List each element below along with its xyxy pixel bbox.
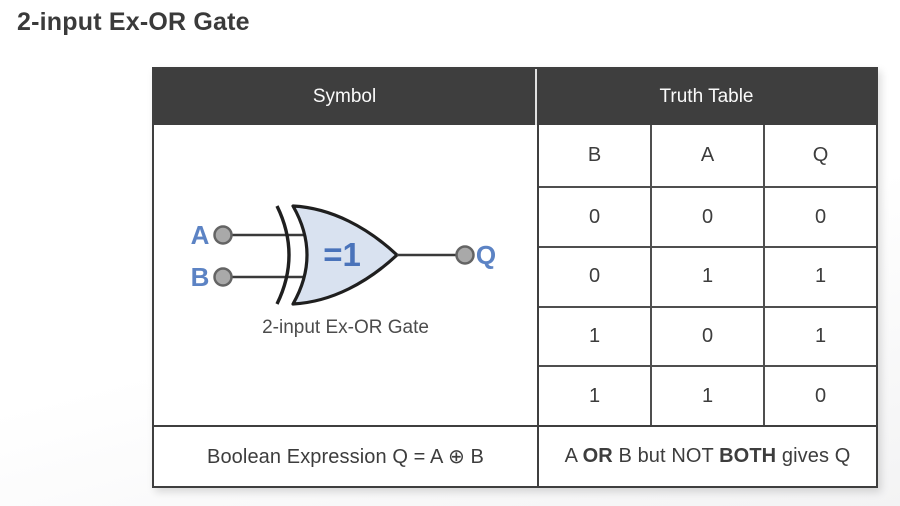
- truth-table-cell: 0: [650, 307, 763, 366]
- input-a-label: A: [191, 220, 210, 250]
- truth-table-row: 0 0 0: [539, 186, 876, 247]
- truth-table-cell: 0: [763, 188, 876, 247]
- description-text: gives Q: [776, 445, 851, 467]
- symbol-column-header: Symbol: [154, 69, 537, 125]
- xor-gate-diagram: A B Q =1: [191, 204, 496, 306]
- truth-table-header-cell: B: [587, 144, 602, 167]
- truth-table-cell: 0: [650, 188, 763, 247]
- xor-gate-body: [291, 204, 399, 306]
- input-a-terminal: [213, 225, 233, 245]
- gate-info-table: Symbol Truth Table: [152, 67, 878, 488]
- description-text: A: [564, 445, 583, 467]
- truth-table-cell: 1: [650, 367, 763, 425]
- truth-table-header-cell: Q: [763, 125, 876, 187]
- truth-table-cell: 1: [763, 307, 876, 366]
- truth-description: A OR B but NOT BOTH gives Q: [537, 427, 876, 486]
- gate-symbol-cell: A B Q =1 2-input Ex-OR Gate: [154, 125, 537, 425]
- truth-table-cell: 1: [588, 384, 601, 407]
- truth-table-cell: 0: [763, 367, 876, 425]
- boolean-expression: Boolean Expression Q = A ⊕ B: [207, 446, 484, 468]
- xor-extra-arc: [275, 205, 291, 305]
- description-text: B but NOT: [612, 445, 720, 467]
- truth-table-row: 0 1 1: [539, 246, 876, 306]
- truth-table-row: 1 0 1: [539, 305, 876, 366]
- page-title: 2-input Ex-OR Gate: [17, 8, 250, 36]
- truth-table-header-cell: A: [650, 125, 763, 187]
- table-footer-row: Boolean Expression Q = A ⊕ B A OR B but …: [154, 425, 876, 486]
- gate-function-label: =1: [323, 236, 361, 273]
- truth-table-cell: 1: [650, 248, 763, 306]
- table-body-row: A B Q =1 2-input Ex-OR Gate B A Q 0 0 0: [154, 125, 876, 425]
- output-q-label: Q: [476, 240, 496, 270]
- truth-table-column-header: Truth Table: [537, 69, 876, 125]
- input-b-terminal: [213, 267, 233, 287]
- truth-table-cell: 0: [588, 205, 601, 228]
- truth-table: B A Q 0 0 0 0 1 1 1 0 1: [537, 125, 876, 425]
- truth-table-header-row: B A Q: [539, 125, 876, 187]
- description-bold-or: OR: [582, 445, 613, 467]
- truth-table-cell: 0: [588, 265, 601, 288]
- truth-table-row: 1 1 0: [539, 365, 876, 425]
- description-bold-both: BOTH: [719, 445, 777, 467]
- output-terminal: [455, 245, 475, 265]
- truth-table-cell: 1: [588, 325, 601, 348]
- gate-caption: 2-input Ex-OR Gate: [262, 317, 429, 338]
- input-b-label: B: [191, 262, 210, 292]
- table-header-row: Symbol Truth Table: [154, 69, 876, 125]
- truth-table-cell: 1: [763, 248, 876, 306]
